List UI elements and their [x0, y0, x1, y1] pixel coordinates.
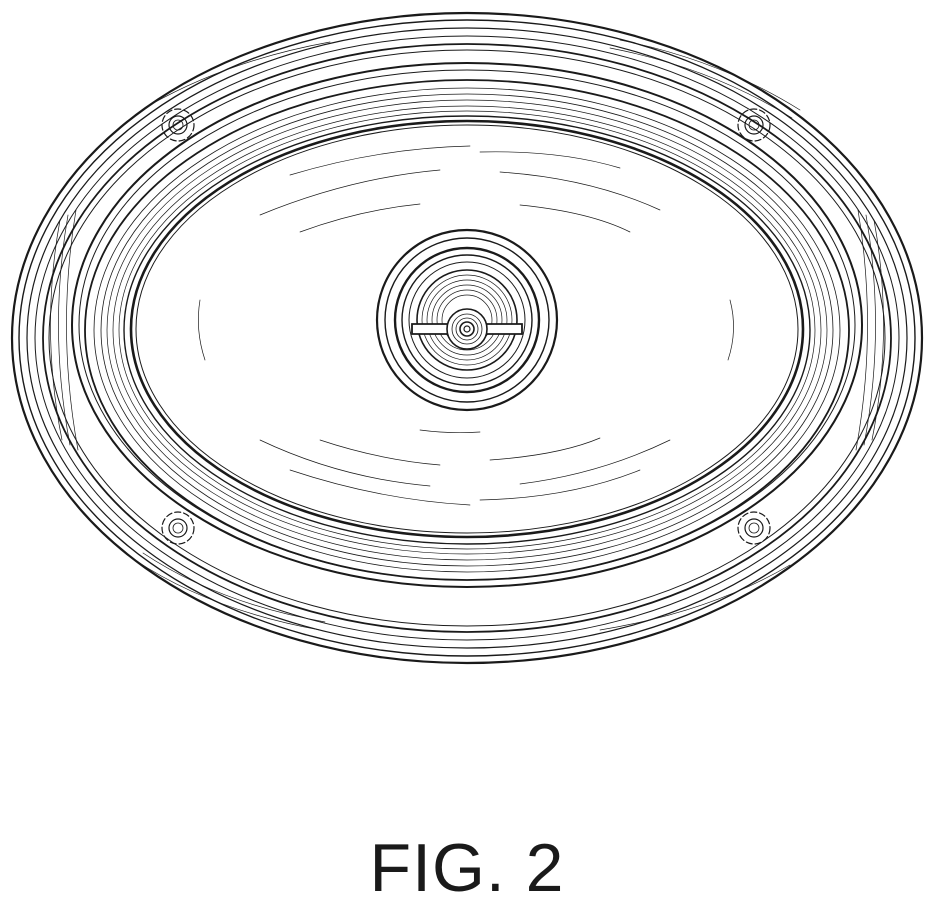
- mounting-hole-bottom-left: [162, 512, 194, 544]
- figure-label: FIG. 2: [0, 828, 934, 908]
- mounting-hole-bottom-right: [738, 512, 770, 544]
